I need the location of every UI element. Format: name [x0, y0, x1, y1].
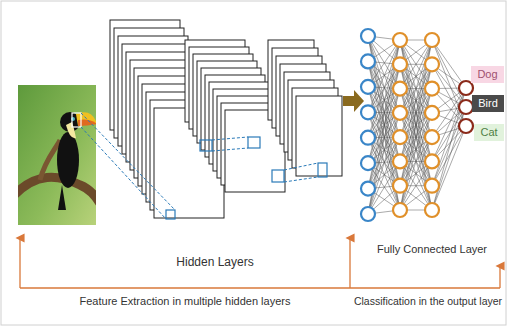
conv-windows — [81, 113, 327, 219]
class-label: Dog — [477, 68, 497, 80]
section-label: Hidden Layers — [176, 255, 253, 269]
bird-photo — [18, 85, 96, 225]
section-label: Classification in the output layer — [354, 295, 502, 307]
section-brackets — [20, 238, 500, 288]
class-label: Bird — [478, 97, 498, 109]
section-label: Feature Extraction in multiple hidden la… — [80, 295, 291, 307]
feature-maps — [110, 20, 342, 218]
class-label-box: Bird — [472, 95, 504, 112]
class-label: Cat — [480, 126, 497, 138]
neural-network — [361, 29, 473, 221]
receptive-field — [72, 113, 81, 127]
class-label-box: Dog — [471, 66, 504, 83]
section-label: Fully Connected Layer — [377, 243, 487, 255]
flow-arrow — [343, 90, 364, 112]
class-label-box: Cat — [474, 124, 504, 141]
